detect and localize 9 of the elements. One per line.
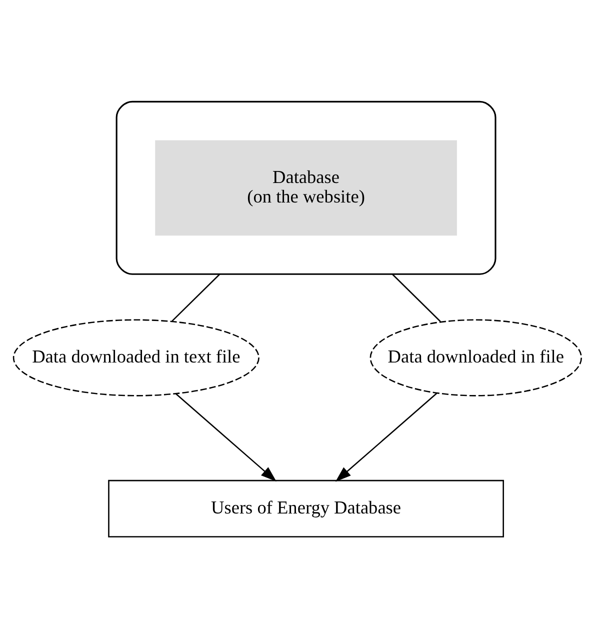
cluster (116, 100, 496, 274)
arrow (335, 392, 438, 482)
node-ellipse: Data downloaded in text file (12, 318, 260, 396)
node-box: Database (on the website) (155, 140, 457, 236)
connector (392, 273, 441, 322)
node-ellipse: Data downloaded in file (370, 318, 582, 396)
arrow (176, 392, 276, 482)
node-box: Users of Energy Database (108, 479, 504, 537)
connector (172, 273, 220, 322)
